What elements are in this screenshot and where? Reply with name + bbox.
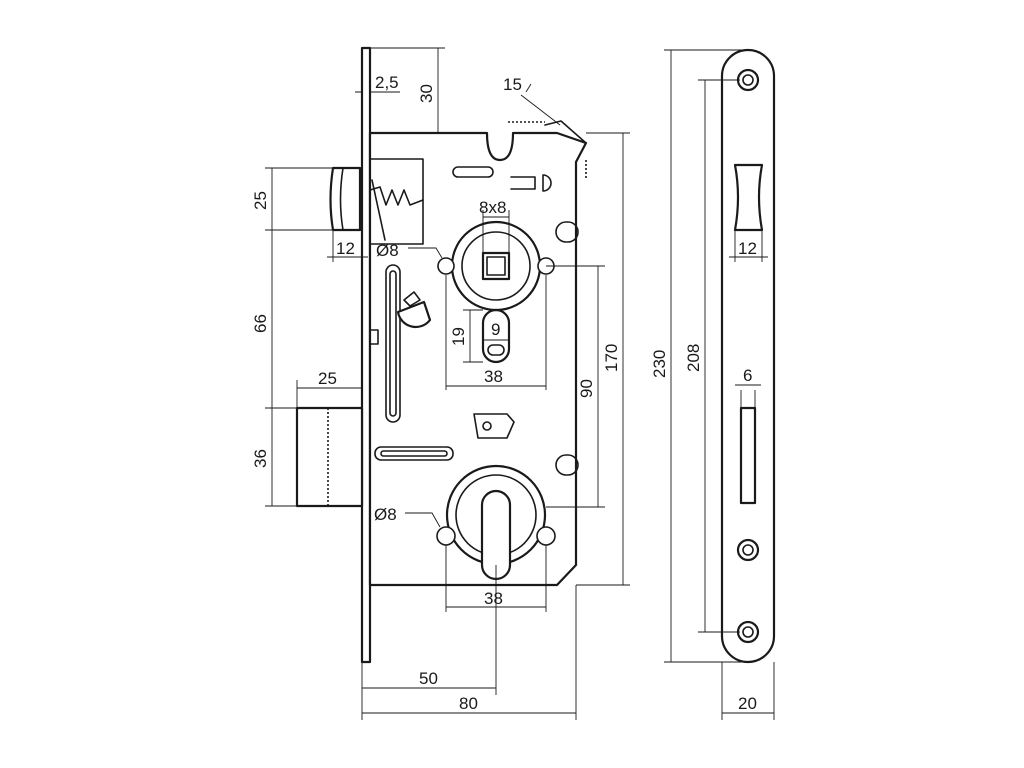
- spindle-square-inner: [486, 256, 506, 276]
- catch-pin-head: [542, 174, 552, 192]
- label-12-latch: 12: [336, 239, 355, 258]
- label-230: 230: [650, 350, 669, 378]
- label-80: 80: [459, 694, 478, 713]
- dimension-labels: 2,5 30 15 25 12 8x8 Ø8 66 19 9 38 90 170…: [251, 73, 757, 713]
- label-19: 19: [449, 327, 468, 346]
- faceplate-tab: [369, 329, 379, 345]
- follower-inner: [461, 231, 531, 301]
- case-corner-detail: [544, 120, 587, 144]
- label-dia8-top: Ø8: [376, 241, 399, 260]
- small-cam-pin: [482, 421, 492, 431]
- cam-half-moon: [396, 300, 432, 329]
- label-25-latch: 25: [251, 191, 270, 210]
- label-50: 50: [419, 669, 438, 688]
- bolt-opening: [739, 406, 757, 505]
- small-cam: [473, 413, 515, 439]
- faceplate: [360, 46, 372, 664]
- bottom-slot: [374, 446, 454, 461]
- screw-hole-bottom-right: [536, 526, 556, 546]
- label-208: 208: [684, 344, 703, 372]
- label-25-bolt: 25: [318, 369, 337, 388]
- oval-slot: [481, 308, 511, 364]
- label-90: 90: [577, 379, 596, 398]
- plate-screw-top-inner: [742, 74, 754, 86]
- latch-opening: [733, 163, 764, 232]
- lock-body-view: [295, 46, 588, 664]
- top-slot: [452, 166, 494, 178]
- follower-outer: [450, 220, 542, 312]
- dimension-lines: [265, 47, 775, 720]
- bottom-slot-inner: [380, 450, 448, 457]
- spindle-square: [481, 251, 511, 281]
- screw-hole-bottom-left: [436, 526, 456, 546]
- plate-screw-middle-inner: [742, 544, 754, 556]
- screw-slot-lower: [555, 454, 579, 476]
- latch-housing: [369, 158, 424, 245]
- oval-slot-inner: [487, 344, 505, 356]
- label-12-plate: 12: [738, 239, 757, 258]
- screw-hole-top-left: [437, 257, 455, 275]
- label-38-top: 38: [484, 367, 503, 386]
- cylinder-keyhole: [480, 489, 512, 581]
- label-dia8-bottom: Ø8: [374, 505, 397, 524]
- latch-bolt-bevel: [339, 167, 344, 231]
- label-9: 9: [491, 320, 500, 339]
- label-6: 6: [743, 366, 752, 385]
- cam-tab: [403, 291, 421, 307]
- faceplate-front-view: [720, 48, 776, 664]
- label-30: 30: [417, 84, 436, 103]
- vertical-slot: [385, 264, 401, 423]
- dead-bolt: [295, 406, 364, 508]
- plate-screw-bottom-inner: [742, 626, 754, 638]
- plate-screw-middle: [736, 538, 760, 562]
- vertical-slot-inner: [389, 270, 397, 417]
- label-15: 15: [503, 75, 522, 94]
- label-66: 66: [251, 314, 270, 333]
- latch-spring: [369, 186, 424, 206]
- plate-screw-bottom: [736, 620, 760, 644]
- screw-slot-upper: [555, 221, 579, 243]
- label-170: 170: [602, 344, 621, 372]
- label-20: 20: [738, 694, 757, 713]
- latch-lever: [371, 179, 386, 241]
- strike-plate: [720, 48, 776, 664]
- label-2-5: 2,5: [375, 73, 399, 92]
- label-36: 36: [251, 449, 270, 468]
- label-8x8: 8x8: [479, 198, 506, 217]
- plate-screw-top: [736, 68, 760, 92]
- label-38-bottom: 38: [484, 589, 503, 608]
- latch-bolt: [329, 166, 362, 232]
- catch-pin: [510, 176, 536, 190]
